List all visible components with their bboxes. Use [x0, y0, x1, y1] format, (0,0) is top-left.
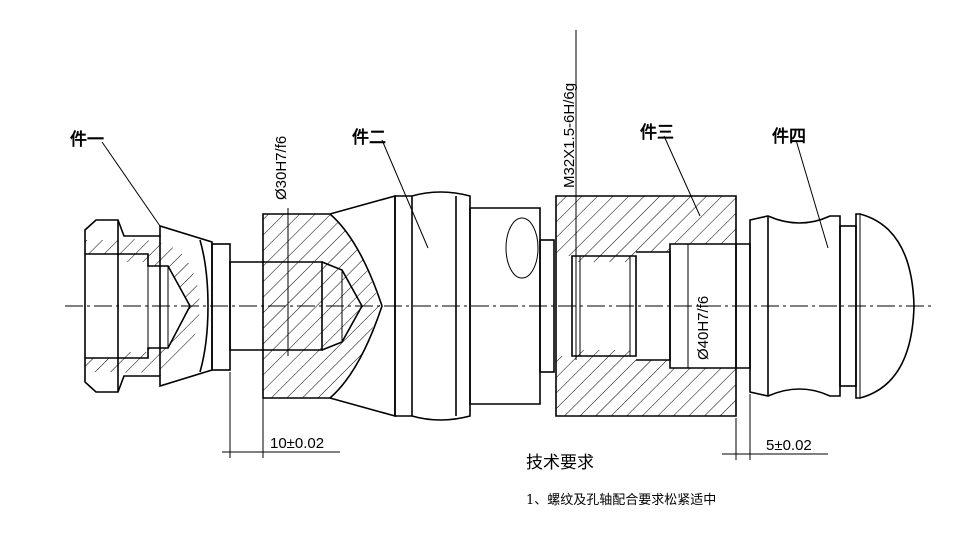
dimension-gap-left: 10±0.02: [270, 435, 324, 452]
requirement-item-1: 1、螺纹及孔轴配合要求松紧适中: [526, 493, 716, 508]
part-three-label: 件三: [640, 122, 674, 143]
part-three: [555, 195, 737, 417]
dimension-dia30: Ø30H7/f6: [273, 136, 290, 200]
part-two: [229, 191, 555, 421]
dimension-dia40: Ø40H7/f6: [695, 296, 712, 360]
annotation-lines: [101, 30, 829, 460]
dimension-thread: M32X1.5-6H/6g: [561, 83, 578, 188]
part-one-label: 件一: [70, 129, 104, 150]
dimension-gap-right: 5±0.02: [766, 437, 812, 454]
part-four: [736, 213, 915, 399]
requirements-title: 技术要求: [526, 453, 594, 473]
part-two-label: 件二: [352, 127, 386, 148]
part-four-label: 件四: [772, 126, 806, 147]
